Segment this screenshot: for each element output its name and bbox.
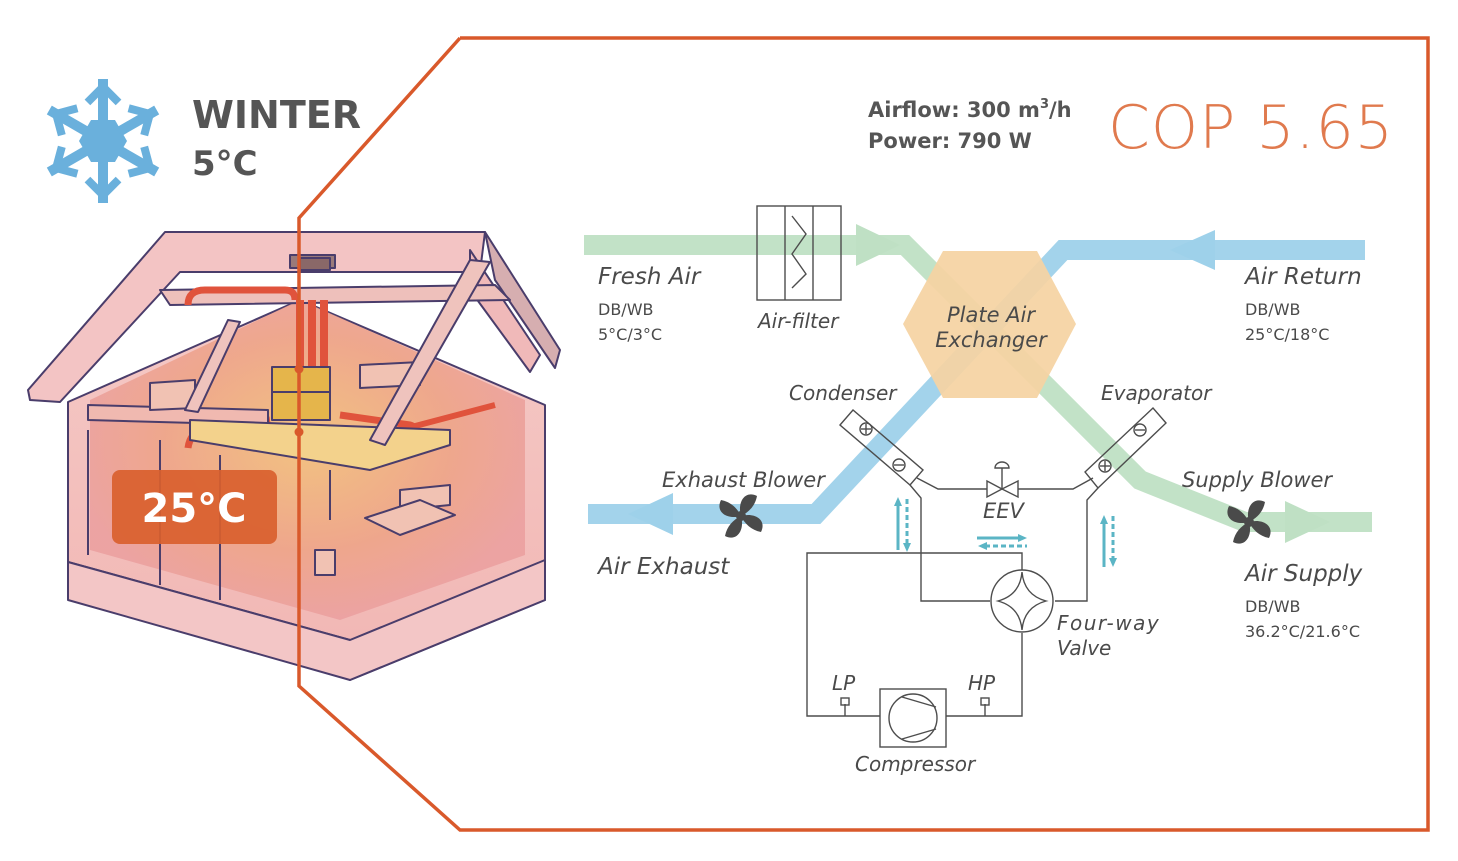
condenser-label: Condenser (789, 381, 898, 405)
eev-label: EEV (983, 499, 1026, 523)
air-supply-label: Air Supply (1243, 561, 1363, 587)
exhaust-blower-label: Exhaust Blower (662, 468, 826, 492)
plate-exchanger-label-2: Exchanger (935, 328, 1048, 352)
indoor-temp-badge: 25°C (112, 470, 277, 544)
eev-flow-arrow (977, 534, 1027, 550)
four-way-valve-label-2: Valve (1057, 636, 1111, 660)
return-air-arrowhead (1170, 230, 1215, 270)
airflow-stat: Airflow: 300 m3/h (868, 97, 1072, 122)
four-way-valve-label-1: Four-way (1057, 611, 1160, 635)
exhaust-air-arrowhead (628, 493, 673, 535)
indoor-temp: 25°C (141, 486, 246, 532)
detail-frame (297, 36, 1430, 832)
air-supply-dbwb-label: DB/WB (1245, 597, 1300, 616)
refrigerant-flow-arrows (894, 497, 1117, 567)
condenser-flow-arrow (894, 497, 911, 552)
supply-air-arrowhead (1285, 501, 1330, 543)
fresh-air-arrowhead (856, 224, 900, 266)
supply-blower-icon (1227, 500, 1271, 544)
hp-label: HP (968, 671, 996, 695)
air-exhaust-label: Air Exhaust (596, 554, 730, 580)
fresh-air-label: Fresh Air (598, 264, 702, 290)
supply-blower-label: Supply Blower (1182, 468, 1333, 492)
air-return-label: Air Return (1243, 264, 1362, 290)
fresh-air-dbwb-label: DB/WB (598, 300, 653, 319)
frame-anchor-bottom (294, 427, 304, 437)
plate-exchanger-label-1: Plate Air (947, 303, 1036, 327)
snowflake-icon (40, 79, 166, 203)
evaporator-flow-arrow (1100, 515, 1117, 567)
air-supply-dbwb-value: 36.2°C/21.6°C (1245, 622, 1360, 641)
air-return-dbwb-label: DB/WB (1245, 300, 1300, 319)
fresh-air-dbwb-value: 5°C/3°C (598, 325, 662, 344)
air-filter-label: Air-filter (756, 309, 840, 333)
power-stat: Power: 790 W (868, 129, 1032, 153)
compressor-icon (879, 688, 947, 748)
refrigerant-piping (806, 477, 1099, 717)
eev-valve-icon (986, 461, 1019, 499)
evaporator-coil (1084, 406, 1167, 490)
house-illustration (27, 231, 561, 681)
air-filter (756, 205, 842, 301)
exhaust-blower-icon (719, 494, 763, 538)
lp-label: LP (832, 671, 856, 695)
season-title: WINTER (192, 93, 361, 137)
compressor-label: Compressor (855, 752, 977, 776)
cop-value: COP 5.65 (1108, 93, 1394, 163)
plate-air-exchanger (903, 251, 1076, 398)
frame-anchor-top (294, 364, 304, 374)
four-way-valve-icon (990, 569, 1054, 633)
evaporator-label: Evaporator (1101, 381, 1213, 405)
air-return-dbwb-value: 25°C/18°C (1245, 325, 1329, 344)
outdoor-temp: 5°C (192, 144, 258, 184)
condenser-coil (839, 409, 924, 486)
